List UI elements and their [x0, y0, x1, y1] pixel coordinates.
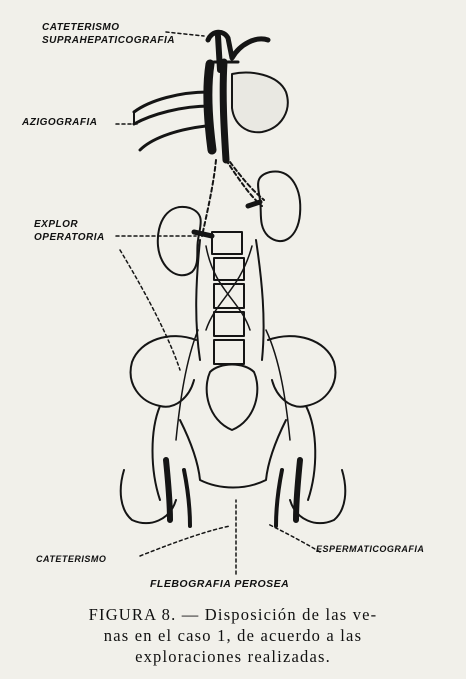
label-explor-line2: OPERATORIA — [34, 232, 105, 243]
spine-drawing — [196, 232, 263, 364]
left-kidney-drawing — [248, 172, 300, 242]
caption-line-1: FIGURA 8. — Disposición de las ve- — [10, 604, 456, 625]
label-cateterismo: CATETERISMO — [36, 554, 106, 564]
label-cateterismo-suprahepatico-line1: CATETERISMO — [42, 22, 120, 33]
label-explor-line1: EXPLOR — [34, 219, 78, 230]
label-flebografia-perosea: FLEBOGRAFIA PEROSEA — [150, 578, 289, 590]
venous-anatomy-illustration — [0, 0, 466, 600]
iliac-veins-drawing — [166, 460, 300, 526]
caption-line-3: exploraciones realizadas. — [10, 646, 456, 667]
caption-line-2: nas en el caso 1, de acuerdo a las — [10, 625, 456, 646]
right-kidney-drawing — [158, 207, 212, 275]
leader-lines — [116, 32, 320, 574]
azygos-vein-drawing — [134, 92, 210, 150]
label-espermaticografia: ESPERMATICOGRAFIA — [316, 544, 424, 554]
label-cateterismo-suprahepatico-line2: SUPRAHEPATICOGRAFIA — [42, 35, 175, 46]
heart-drawing — [208, 32, 288, 160]
figure-caption: FIGURA 8. — Disposición de las ve- nas e… — [10, 604, 456, 667]
pelvis-drawing — [121, 330, 346, 523]
catheter-paths — [202, 160, 264, 236]
label-azigografia: AZIGOGRAFIA — [22, 117, 98, 128]
